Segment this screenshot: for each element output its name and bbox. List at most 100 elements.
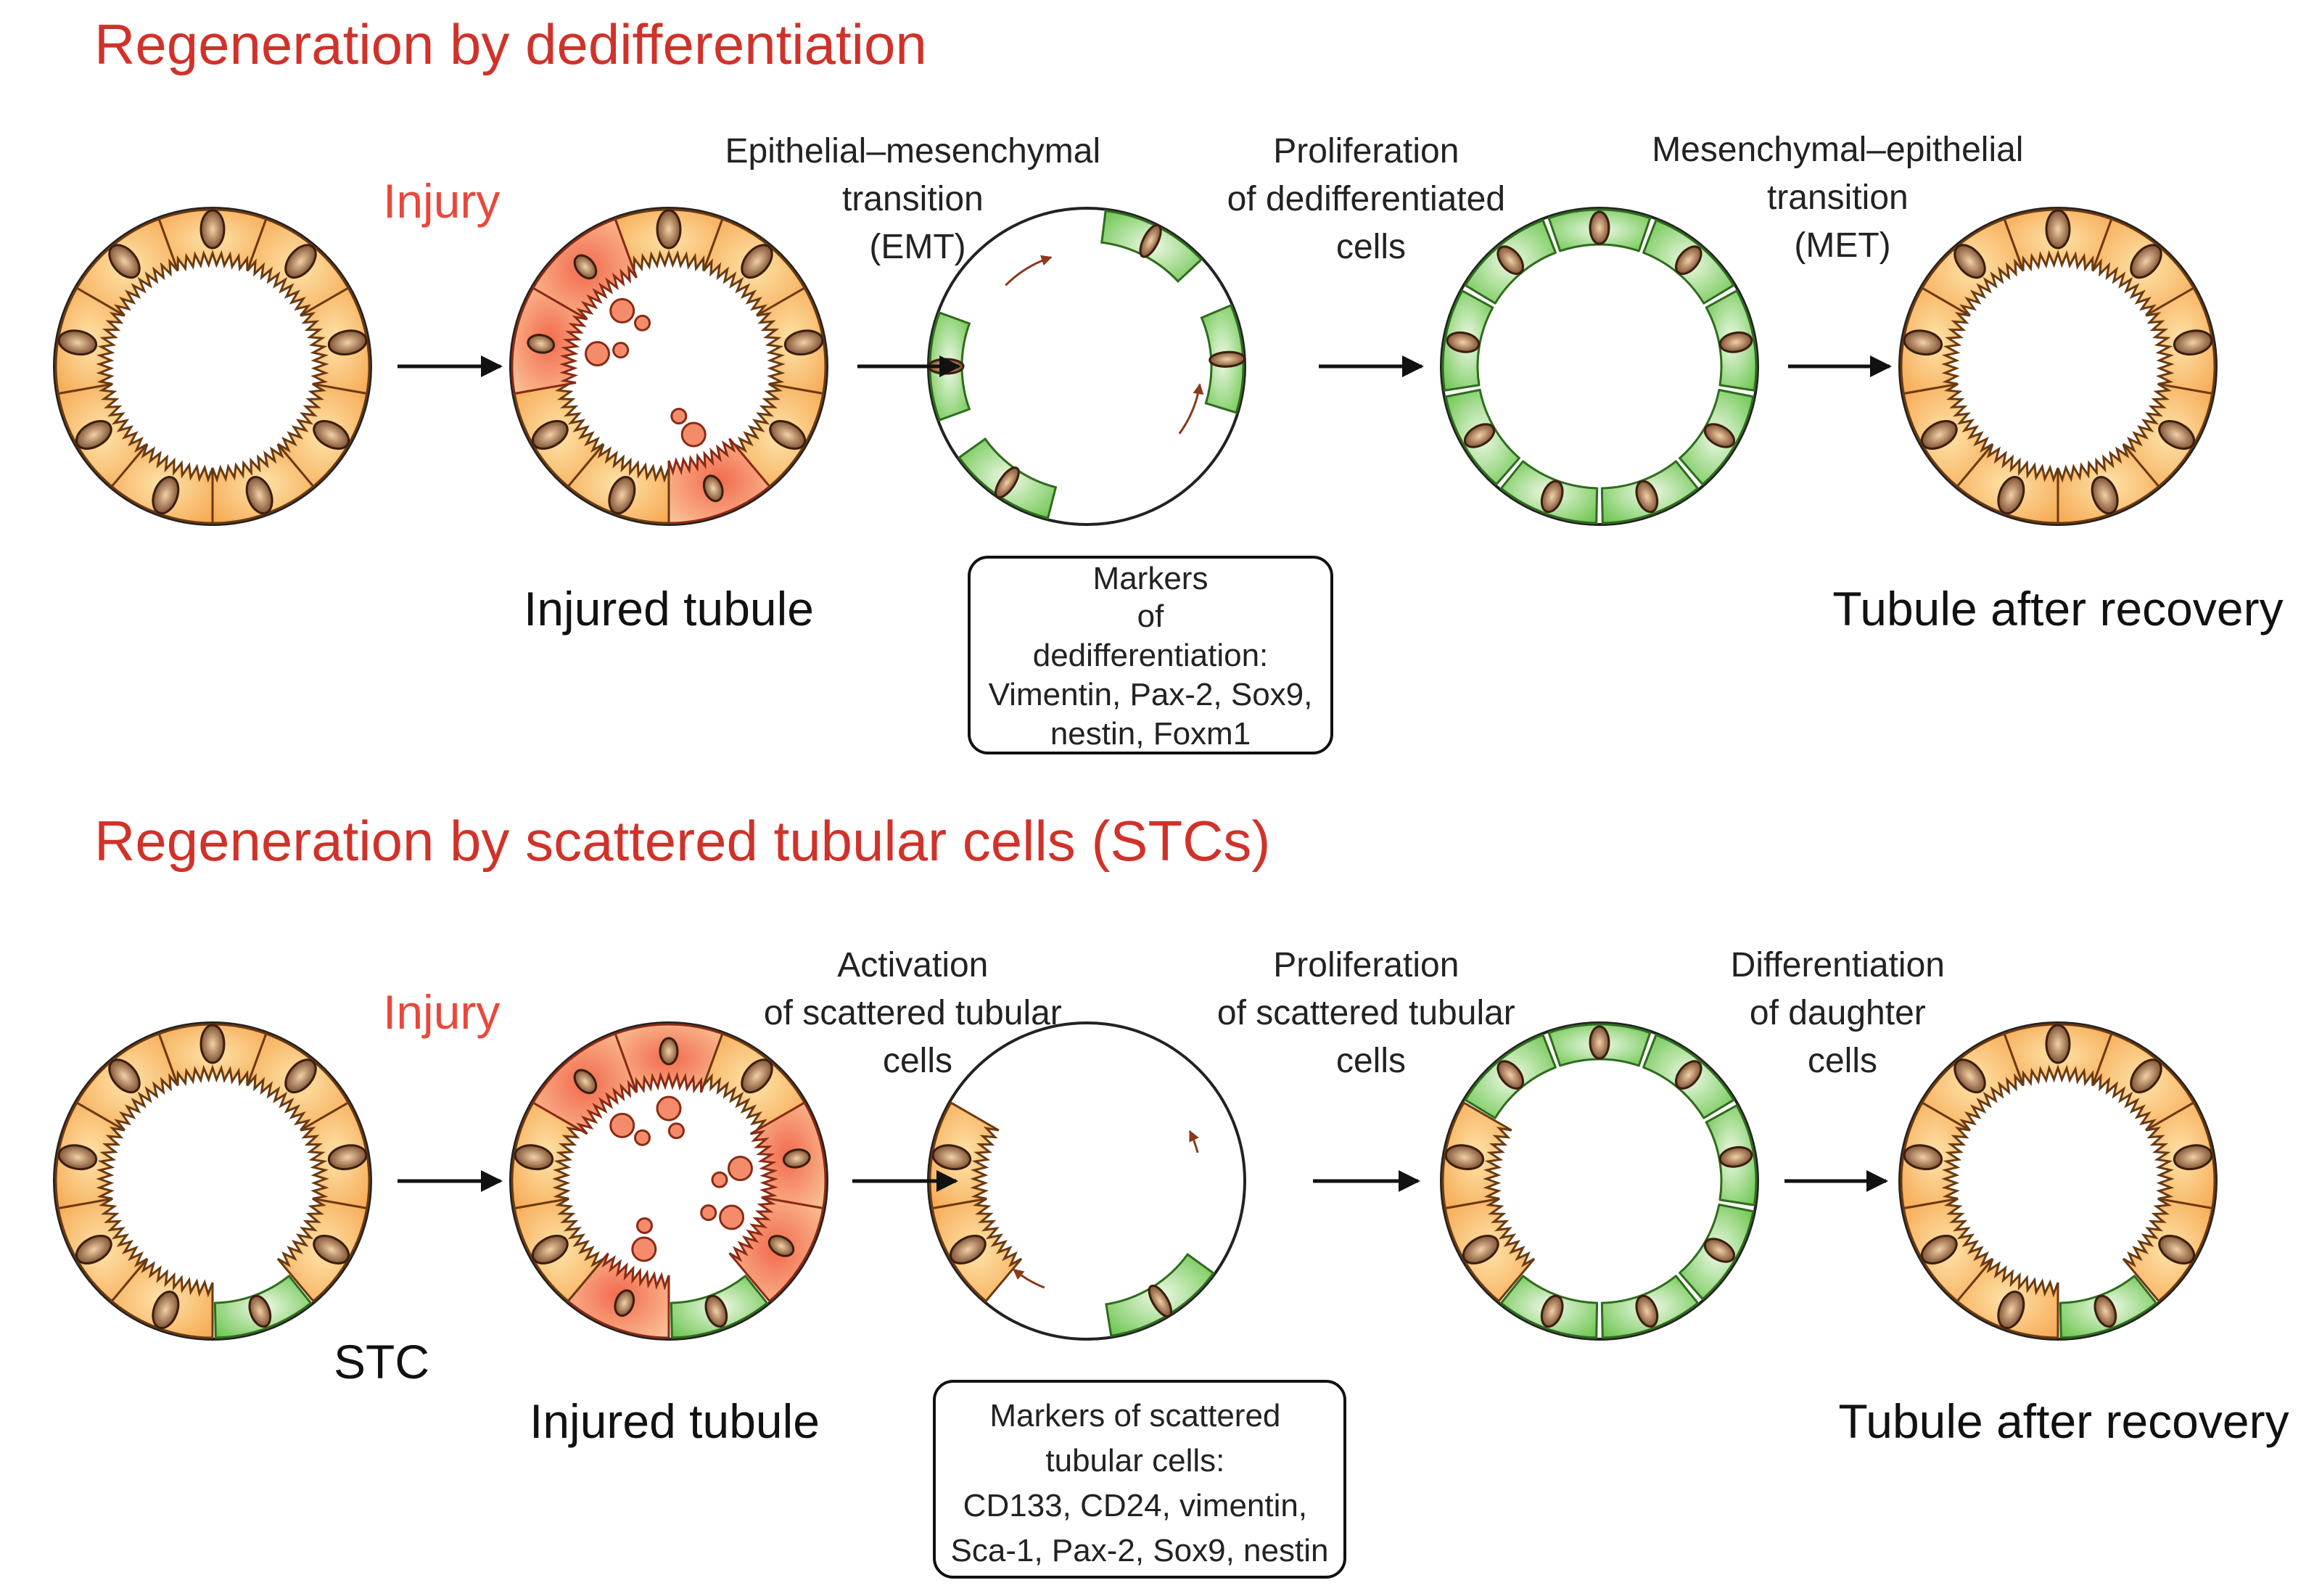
nucleus (2158, 1235, 2196, 1264)
nucleus (245, 476, 273, 515)
nucleus (1953, 244, 1986, 279)
nucleus (769, 420, 807, 450)
nucleus (2091, 476, 2119, 515)
recovered-tubule (1898, 207, 2218, 526)
apoptotic-body (719, 1204, 745, 1230)
nucleus (1462, 1234, 1499, 1264)
apoptotic-body (670, 408, 688, 425)
label-tubule-after-recovery: Tubule after recovery (1838, 1394, 2289, 1448)
label-tubule-after-recovery: Tubule after recovery (1832, 582, 2283, 635)
nucleus (1718, 1145, 1753, 1168)
flattened-cell (1200, 303, 1246, 414)
apoptotic-body (711, 1171, 728, 1188)
nucleus (1589, 1025, 1610, 1060)
nucleus (702, 474, 724, 503)
nucleus (327, 1144, 368, 1171)
stc-label: STC (334, 1335, 429, 1389)
nucleus (527, 334, 556, 354)
nucleus (767, 1235, 795, 1257)
title-stc: Regeneration by scattered tubular cells … (94, 809, 1270, 873)
nucleus (199, 1024, 226, 1064)
healthy-tubule (53, 207, 372, 526)
step-met: Mesenchymal–epithelial transition (MET) (1652, 131, 2033, 265)
nucleus (108, 1058, 141, 1094)
apoptotic-body (727, 1156, 753, 1182)
nucleus (614, 1289, 635, 1317)
label-injured-tubule: Injured tubule (524, 582, 814, 635)
nucleus (1997, 476, 2025, 515)
apoptotic-body (700, 1204, 717, 1222)
apoptotic-body (612, 342, 630, 359)
nucleus (248, 1294, 272, 1328)
nucleus (1463, 423, 1496, 448)
nucleus (1953, 1058, 1986, 1094)
nucleus (704, 1294, 728, 1328)
nucleus (531, 420, 569, 450)
nucleus (659, 1037, 679, 1066)
step-activation: Activation of scattered tubular cells (764, 946, 1071, 1080)
nucleus (1674, 1060, 1702, 1090)
migration-arrow (1178, 383, 1204, 435)
proliferating-tubule (1440, 207, 1759, 526)
nucleus (573, 1069, 598, 1095)
step-emt: Epithelial–mesenchymal transition (EMT) (725, 132, 1111, 266)
migration-arrow (1013, 1268, 1045, 1289)
nucleus (284, 1058, 317, 1094)
markers-box (968, 556, 1333, 754)
nucleus (531, 1235, 569, 1264)
nucleus (1446, 331, 1481, 353)
nucleus (2093, 1294, 2117, 1328)
nucleus (1540, 1294, 1564, 1328)
apoptotic-body (635, 1217, 653, 1234)
nucleus (284, 244, 317, 279)
nucleus (2158, 420, 2196, 450)
apoptotic-body (609, 297, 635, 324)
stc-activated-tubule (927, 1021, 1246, 1341)
nucleus (949, 1235, 987, 1264)
nucleus (1997, 1291, 2025, 1330)
nucleus (57, 1144, 98, 1171)
nucleus (1703, 1238, 1736, 1263)
nucleus (313, 1235, 350, 1264)
title-dedifferentiation: Regeneration by dedifferentiation (94, 12, 927, 76)
nucleus (741, 1058, 773, 1094)
apoptotic-body (634, 314, 651, 332)
nucleus (514, 1144, 554, 1171)
apoptotic-body (634, 1129, 651, 1146)
flattened-cell (1100, 209, 1203, 283)
nucleus (931, 1144, 972, 1171)
nucleus (2130, 1058, 2162, 1094)
apoptotic-body (609, 1112, 635, 1138)
stc-injured-tubule (509, 1021, 828, 1341)
apoptotic-body (631, 1236, 657, 1262)
step-proliferation: Proliferation of dedifferentiated cells (1227, 132, 1515, 266)
injury-label: Injury (383, 985, 500, 1039)
nucleus (2173, 329, 2213, 356)
nucleus (75, 1235, 112, 1264)
stc-recovered-tubule (1898, 1021, 2218, 1341)
nucleus (2173, 1144, 2213, 1171)
nucleus (1635, 480, 1659, 514)
stc-proliferating-tubule (1440, 1021, 1759, 1341)
nucleus (608, 476, 636, 515)
nucleus (1674, 245, 1702, 275)
nucleus (1444, 1144, 1485, 1171)
nucleus (313, 420, 350, 450)
nucleus (75, 420, 112, 450)
nucleus (741, 244, 773, 279)
nucleus (573, 254, 598, 280)
nucleus (783, 329, 824, 356)
nucleus (1920, 420, 1958, 450)
migration-arrow (1005, 255, 1053, 287)
nucleus (1718, 331, 1753, 353)
nucleus (995, 466, 1020, 499)
apoptotic-body (680, 421, 707, 448)
apoptotic-body (585, 341, 611, 367)
emt-tubule (927, 207, 1246, 526)
migration-arrow (1188, 1130, 1199, 1153)
nucleus (1148, 1284, 1173, 1318)
nucleus (1903, 329, 1943, 356)
step-proliferation: Proliferation of scattered tubular cells (1217, 946, 1525, 1080)
nucleus (199, 209, 226, 250)
